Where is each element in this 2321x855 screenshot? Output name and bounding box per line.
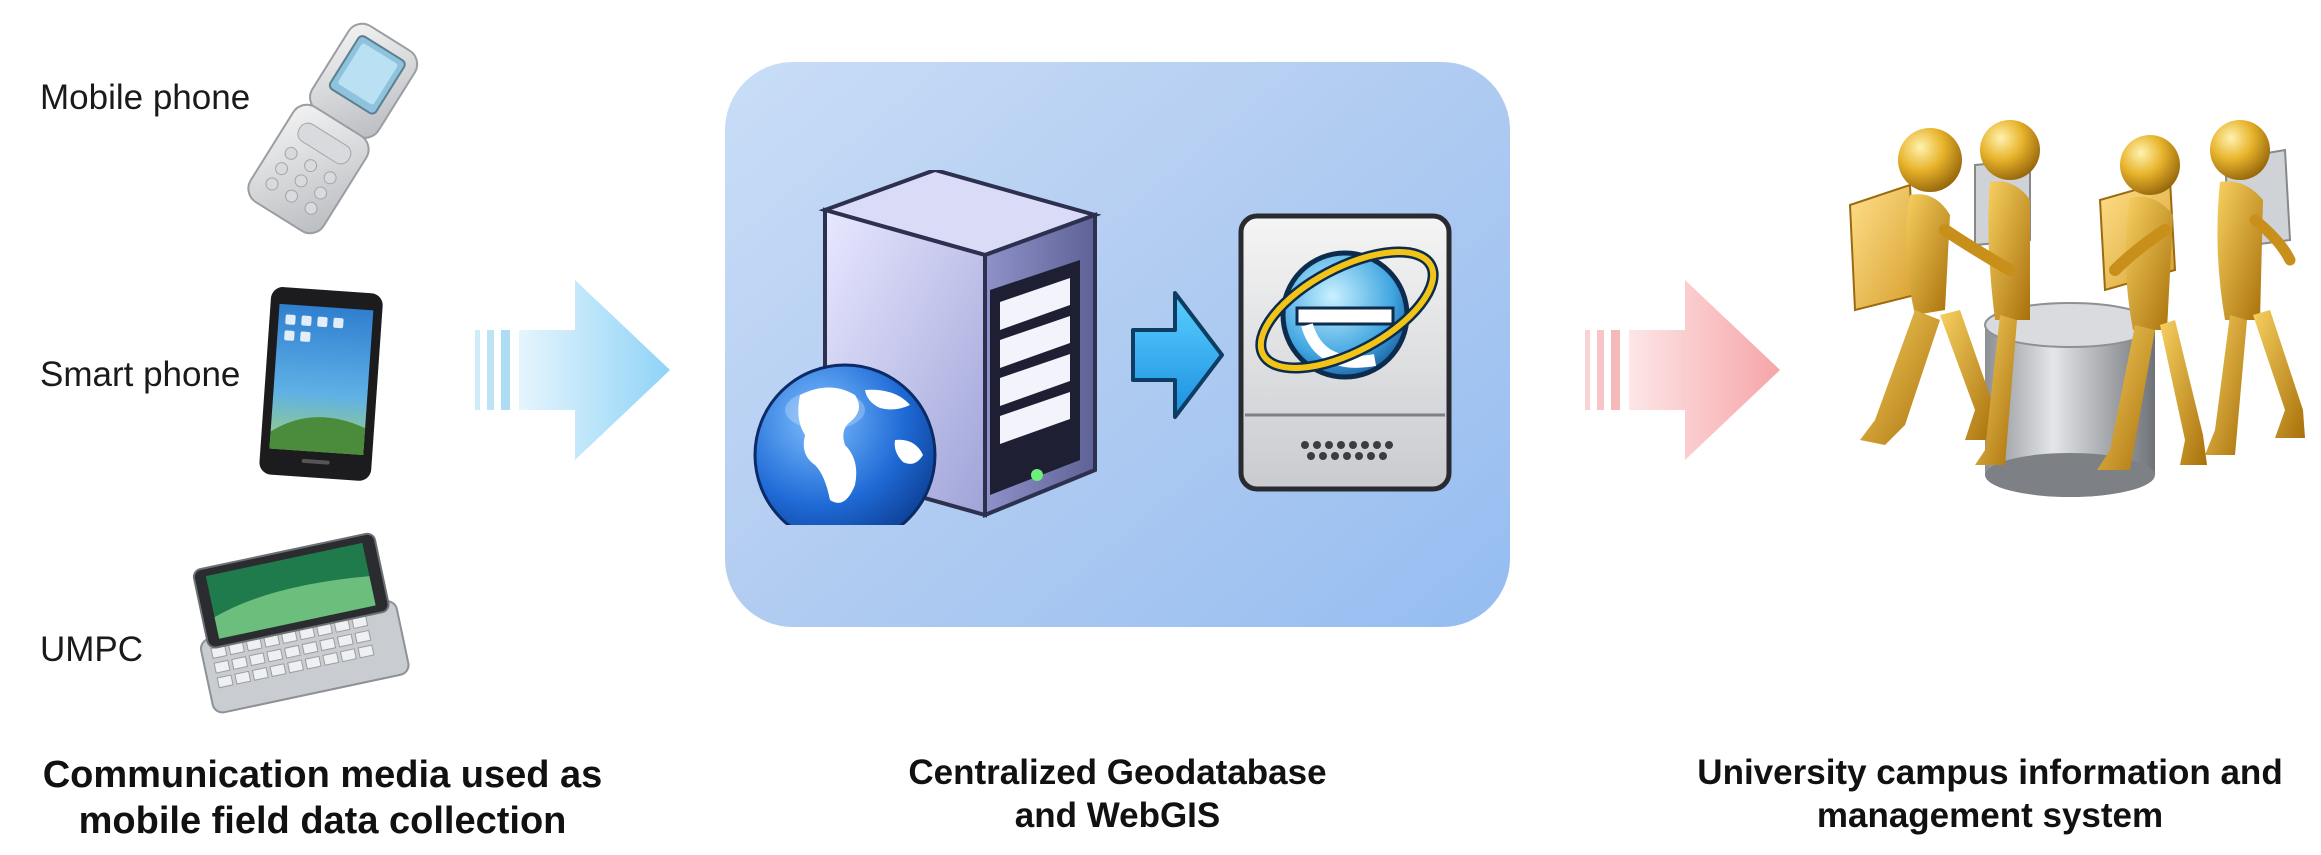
browser-icon [1238,213,1452,492]
arrow-server-to-users [1585,280,1780,460]
caption-communication-media: Communication media used as mobile field… [0,752,645,845]
caption-campus-system: University campus information and manage… [1660,752,2320,837]
globe-icon [753,363,937,525]
users-at-laptops-icon [1848,120,2305,497]
umpc-icon [192,532,410,714]
caption-right-line1: University campus information and [1697,753,2283,792]
server-icon [818,170,1102,518]
flip-phone-icon [247,22,419,235]
arrow-devices-to-server [475,280,670,460]
caption-right-line2: management system [1816,795,2164,835]
caption-left-line2: mobile field data collection [78,800,567,843]
caption-center-line2: and WebGIS [1014,795,1221,835]
device-label-mobile-phone: Mobile phone [40,78,251,117]
device-label-smart-phone: Smart phone [40,355,241,394]
device-label-umpc: UMPC [40,630,144,669]
tablet-phone-icon [259,287,383,481]
caption-left-line1: Communication media used as [42,754,603,796]
caption-geodatabase: Centralized Geodatabase and WebGIS [780,752,1455,837]
caption-center-line1: Centralized Geodatabase [908,753,1327,792]
arrow-server-to-browser [1131,291,1224,419]
